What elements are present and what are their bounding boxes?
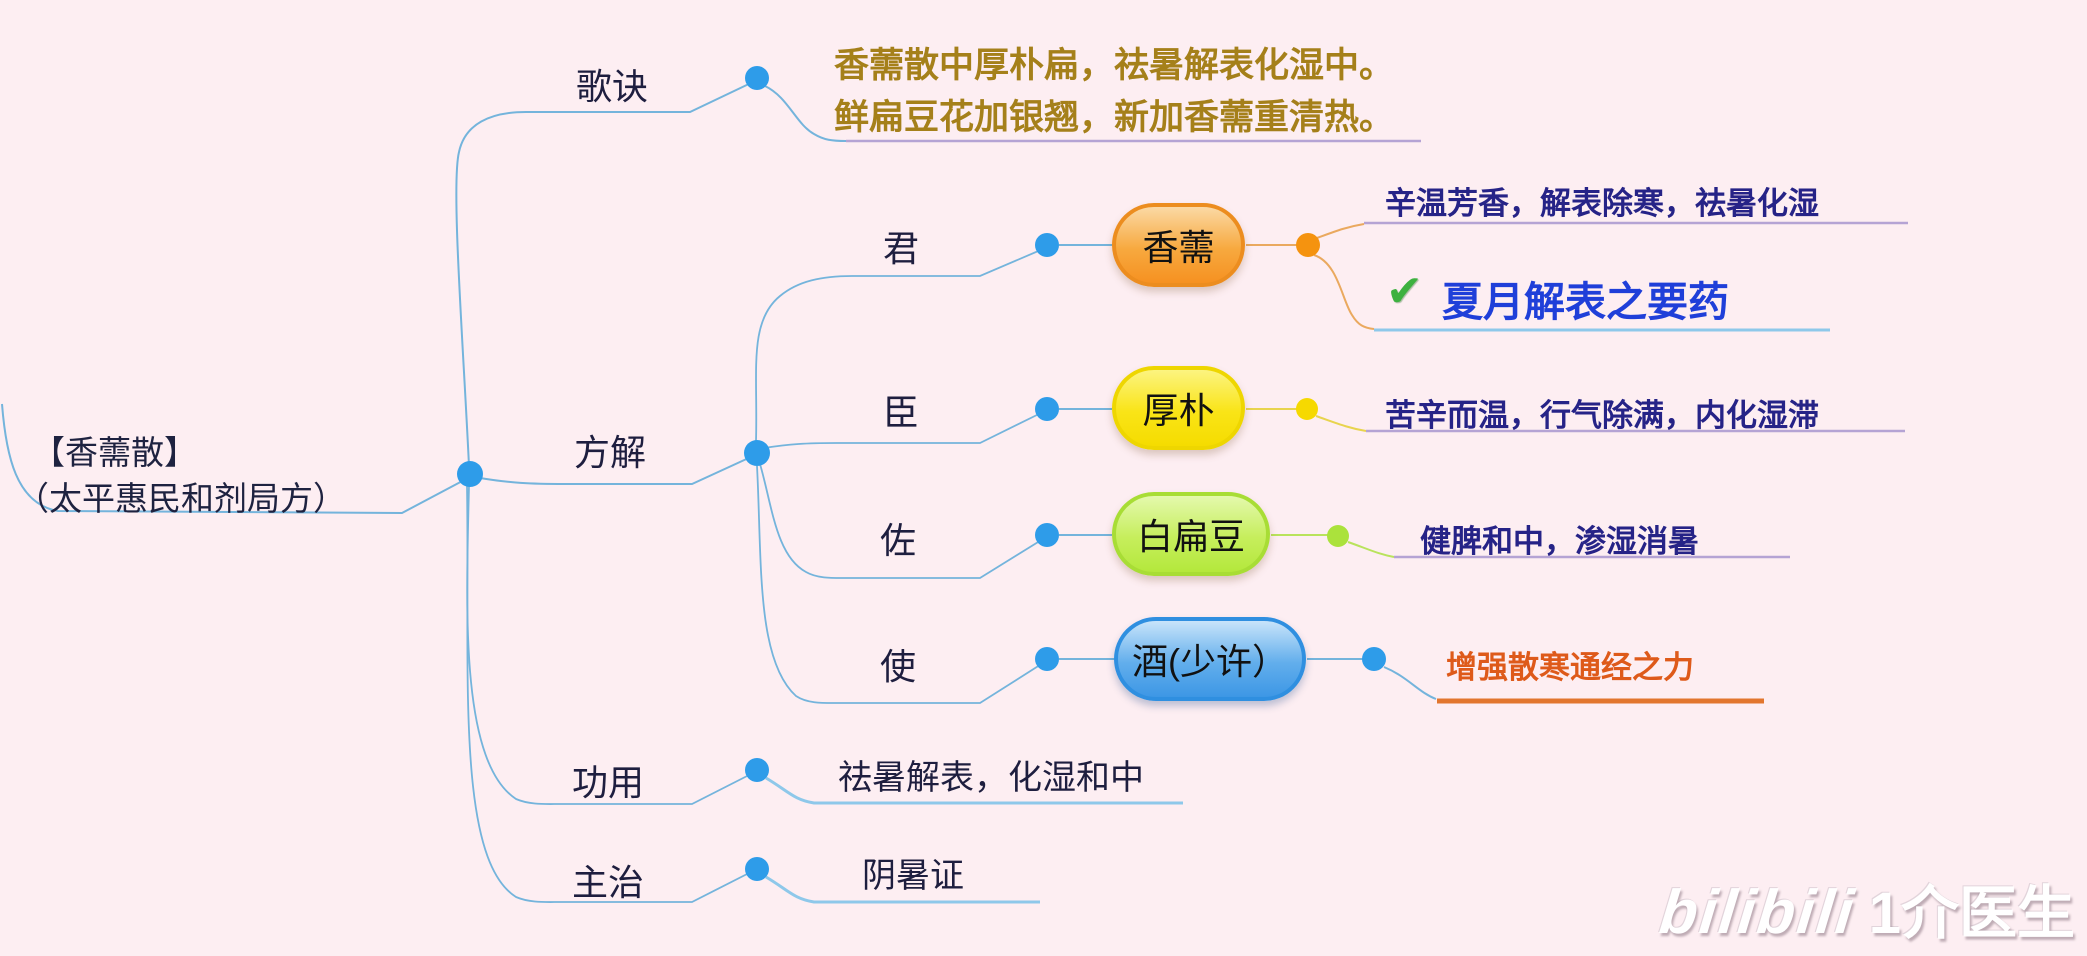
verse-line-1[interactable]: 香薷散中厚朴扁，祛暑解表化湿中。	[834, 46, 1395, 85]
highlight-xiangru[interactable]: 夏月解表之要药	[1442, 279, 1729, 325]
line-root-to-zhuzhi	[466, 485, 754, 903]
curve-houpo-note	[1315, 415, 1367, 432]
curve-gejue-verse	[764, 85, 847, 142]
topic-herb-houpo[interactable]: 厚朴	[1112, 366, 1245, 450]
handle-root[interactable]	[457, 461, 483, 487]
handle-zhuzhi[interactable]	[745, 857, 769, 881]
handle-baibiandou[interactable]	[1327, 525, 1349, 547]
topic-gejue-label[interactable]: 歌诀	[576, 66, 649, 107]
note-baibiandou[interactable]: 健脾和中，渗湿消暑	[1420, 524, 1699, 559]
check-icon: ✔	[1386, 267, 1423, 316]
line-fangjie-to-jun	[755, 248, 1044, 442]
topic-herb-jiu[interactable]: 酒(少许）	[1114, 617, 1306, 701]
topic-zhuzhi-value[interactable]: 阴暑证	[862, 857, 964, 895]
curve-jiu-note	[1383, 666, 1437, 700]
handle-gejue[interactable]	[745, 66, 769, 90]
topic-zuo-label[interactable]: 佐	[880, 520, 917, 561]
line-fangjie-to-shi	[756, 465, 1044, 704]
line-fangjie-to-zuo	[759, 463, 1044, 579]
note-houpo[interactable]: 苦辛而温，行气除满，内化湿滞	[1385, 398, 1819, 433]
topic-jun-label[interactable]: 君	[883, 228, 920, 269]
handle-houpo[interactable]	[1296, 398, 1318, 420]
handle-xiangru[interactable]	[1296, 233, 1320, 257]
topic-fangjie-label[interactable]: 方解	[574, 432, 647, 473]
line-fangjie-to-chen	[763, 411, 1044, 449]
handle-jiu[interactable]	[1362, 647, 1386, 671]
handle-fangjie[interactable]	[744, 440, 770, 466]
topic-herb-xiangru[interactable]: 香薷	[1112, 203, 1245, 287]
handle-zuo[interactable]	[1035, 523, 1059, 547]
handle-gongyong[interactable]	[745, 758, 769, 782]
handle-jun[interactable]	[1035, 233, 1059, 257]
note-xiangru[interactable]: 辛温芳香，解表除寒，祛暑化湿	[1385, 186, 1819, 221]
topic-chen-label[interactable]: 臣	[883, 392, 920, 433]
watermark: bilibili 1介医生	[1656, 866, 2075, 950]
topic-herb-baibiandou[interactable]: 白扁豆	[1112, 492, 1270, 576]
topic-zhuzhi-label[interactable]: 主治	[572, 862, 645, 903]
line-root-underline	[1, 403, 469, 515]
root-topic-subtitle[interactable]: （太平惠民和剂局方）	[16, 480, 346, 517]
topic-gongyong-label[interactable]: 功用	[572, 762, 645, 803]
curve-baibiandou-note	[1347, 541, 1395, 558]
handle-chen[interactable]	[1035, 397, 1059, 421]
curve-xiangru-note	[1316, 223, 1365, 239]
handle-shi[interactable]	[1035, 647, 1059, 671]
line-root-to-fangjie	[479, 455, 754, 485]
root-topic-title[interactable]: 【香薷散】	[32, 434, 197, 471]
curve-xiangru-highlight	[1313, 254, 1375, 330]
underline-zhuzhi-value	[765, 875, 1040, 904]
watermark-author: 1介医生	[1868, 881, 2075, 946]
bilibili-logo: bilibili	[1655, 878, 1859, 947]
topic-gongyong-value[interactable]: 祛暑解表，化湿和中	[838, 759, 1144, 797]
verse-line-2[interactable]: 鲜扁豆花加银翘，新加香薷重清热。	[834, 98, 1395, 137]
topic-shi-label[interactable]: 使	[880, 646, 917, 687]
line-root-to-gejue	[455, 81, 754, 467]
note-jiu[interactable]: 增强散寒通经之力	[1446, 650, 1694, 685]
underline-gongyong-value	[765, 776, 1183, 805]
